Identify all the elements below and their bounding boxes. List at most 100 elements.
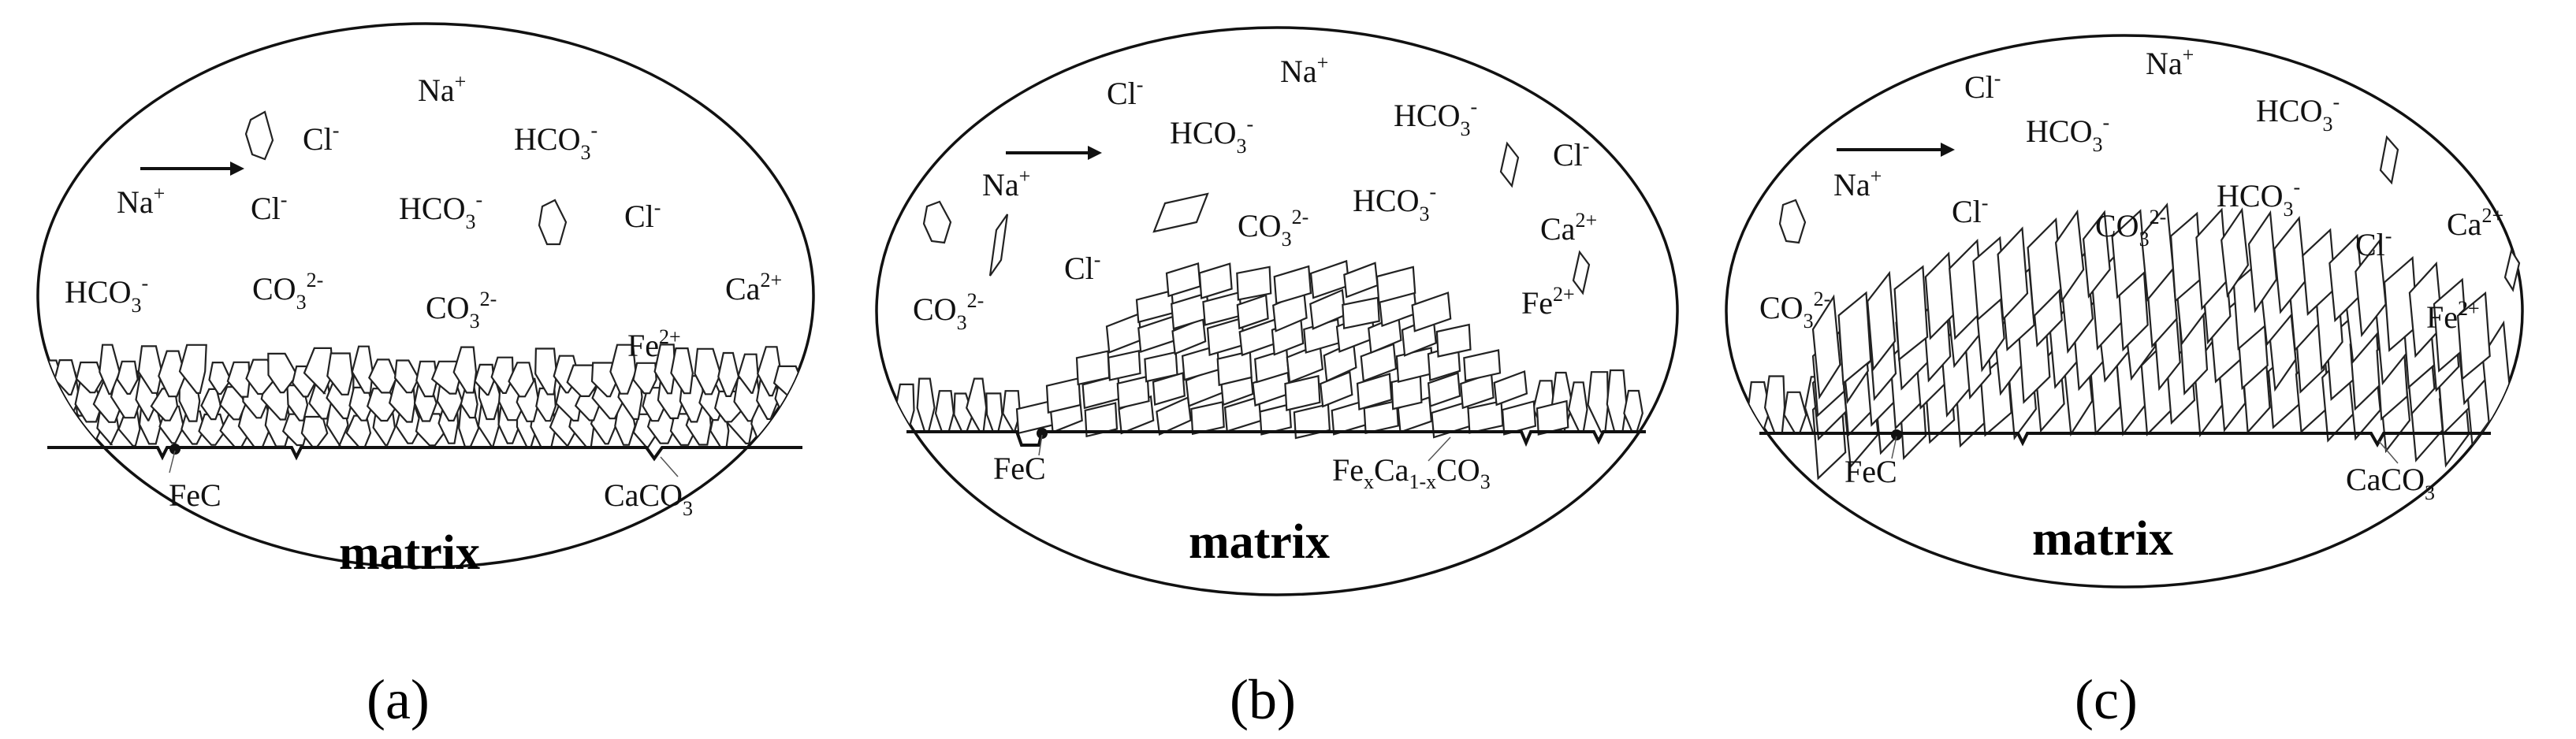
panel-c-caco3-leader bbox=[2378, 440, 2399, 464]
panel-b-ion-hco3-top-left: HCO3- bbox=[1170, 113, 1253, 158]
panel-b-matrix-label: matrix bbox=[1189, 515, 1330, 569]
panel-a-floating-crystal-1 bbox=[244, 110, 274, 161]
panel-b-crystals bbox=[894, 369, 1644, 433]
panel-c-ion-co3-mid: CO32- bbox=[2095, 206, 2166, 251]
panel-a-scale-crystal bbox=[609, 344, 637, 395]
panel-a-ion-hco3-mid: HCO3- bbox=[399, 188, 482, 233]
panel-c-scale-rhomb bbox=[2054, 209, 2085, 303]
panel-a-scale-crystal bbox=[368, 358, 398, 394]
panel-b-scale-rhomb bbox=[1363, 399, 1399, 435]
panel-a-caco3-leader bbox=[660, 456, 679, 477]
panel-b-ion-cl-top: Cl- bbox=[1107, 73, 1143, 111]
panel-a-ion-hco3-top: HCO3- bbox=[514, 119, 597, 164]
panel-a-scale-crystal bbox=[670, 347, 694, 395]
panel-b-caption: (b) bbox=[1230, 668, 1296, 731]
panel-b-scale-rhomb bbox=[1075, 350, 1111, 386]
panel-b-scale-rhomb bbox=[1293, 403, 1331, 440]
panel-b-scale-rhomb bbox=[1156, 395, 1192, 436]
panel-b-scale-rhomb bbox=[1435, 323, 1472, 358]
panel-b-ion-na-top: Na+ bbox=[1280, 51, 1328, 89]
panel-b-scale-rhomb bbox=[1342, 296, 1380, 330]
panel-b-scale-rhomb bbox=[1427, 371, 1461, 407]
panel-c-scale-rhomb bbox=[2220, 207, 2250, 299]
panel-a-scale-crystal bbox=[415, 360, 438, 398]
panel-b-ion-cl-right: Cl- bbox=[1553, 135, 1589, 173]
panel-c-floating-rhomb-2 bbox=[2503, 248, 2521, 292]
panel-c-ion-hco3-top-left: HCO3- bbox=[2026, 111, 2109, 156]
panel-c-scale-rhomb bbox=[1867, 270, 1897, 372]
panel-b-scale-rhomb bbox=[1198, 262, 1233, 299]
panel-b-fec-leader bbox=[1038, 434, 1043, 456]
panel-b-floating-rhomb-1 bbox=[988, 214, 1009, 277]
panel-a-label-fec: FeC bbox=[169, 477, 221, 513]
panel-a-scale-crystal bbox=[393, 359, 420, 394]
panel-a-fec-leader bbox=[169, 450, 176, 473]
panel-c-ion-fe: Fe2+ bbox=[2426, 297, 2480, 335]
panel-b-scale-rhomb bbox=[1284, 374, 1321, 411]
panel-c-fec-dot bbox=[1891, 429, 1902, 440]
panel-a-scale-crystal bbox=[178, 344, 207, 394]
panel-a-ion-cl-mid: Cl- bbox=[251, 188, 287, 226]
panel-c-flow-arrow bbox=[1837, 143, 1955, 157]
panel-c-scale-rhomb bbox=[1893, 265, 1929, 362]
panel-a-flow-arrow bbox=[140, 162, 244, 176]
panel-b-ion-co3-left: CO32- bbox=[913, 289, 984, 334]
panel-c-scale-rhomb bbox=[1997, 226, 2029, 321]
panel-b-scale-rhomb bbox=[1116, 375, 1150, 410]
panel-a-ion-cl-right: Cl- bbox=[624, 196, 661, 234]
panel-c-ion-cl-right: Cl- bbox=[2355, 225, 2392, 262]
panel-c-fec-leader bbox=[1891, 436, 1897, 459]
panel-c-floating-rhomb-1 bbox=[2379, 135, 2399, 185]
panel-b-floating-rhomb-4 bbox=[1572, 250, 1591, 295]
panel-b-scale-rhomb bbox=[1084, 402, 1119, 438]
panel-b-ion-cl-left: Cl- bbox=[1064, 248, 1100, 286]
panel-a-fec-dot bbox=[169, 444, 181, 455]
panel-b-floating-rhomb-3 bbox=[1499, 141, 1520, 188]
panel-c-floating-crystal-1 bbox=[1778, 199, 1807, 244]
panel-b-scale-rhomb bbox=[1190, 400, 1225, 436]
panel-b-ion-fe: Fe2+ bbox=[1521, 283, 1575, 321]
panel-b-scale-rhomb bbox=[1463, 349, 1502, 382]
panel-b-ion-ca: Ca2+ bbox=[1540, 209, 1597, 247]
panel-b-label-fexca: FexCa1-xCO3 bbox=[1332, 452, 1491, 493]
panel-a-caption: (a) bbox=[367, 668, 430, 731]
panel-b-scale-layer bbox=[894, 259, 1644, 440]
panel-a-scale-crystal bbox=[787, 409, 813, 448]
panel-b-scale-rhomb bbox=[1273, 265, 1312, 305]
panel-a-ion-na-left: Na+ bbox=[117, 182, 165, 220]
panel-b-floating-rhomb-2 bbox=[1152, 192, 1209, 233]
panel-c-scale-rhomb bbox=[2456, 291, 2491, 381]
panel-a-scale-crystal bbox=[351, 345, 374, 394]
panel-b-ion-hco3-mid: HCO3- bbox=[1353, 180, 1436, 225]
panel-b-scale-rhomb bbox=[1144, 351, 1178, 383]
panel-b-scale-rhomb bbox=[1536, 399, 1569, 436]
panel-b-scale-rhomb bbox=[1375, 266, 1416, 304]
panel-a-ion-hco3-left: HCO3- bbox=[65, 272, 148, 317]
panel-b-scale-rhomb bbox=[1259, 403, 1292, 436]
panel-a-scale-crystal bbox=[632, 362, 657, 395]
panel-c-matrix-label: matrix bbox=[2032, 512, 2173, 566]
panel-c-ion-cl-left: Cl- bbox=[1952, 191, 1988, 229]
panel-c-ion-hco3-top-right: HCO3- bbox=[2256, 91, 2340, 136]
panel-a-scale-crystal bbox=[490, 356, 514, 394]
panel-c-label-caco3: CaCO3 bbox=[2346, 462, 2435, 504]
panel-c-ion-co3-left: CO32- bbox=[1759, 288, 1830, 332]
panel-c-caption: (c) bbox=[2075, 668, 2138, 731]
panel-b-scale-rhomb bbox=[1411, 292, 1452, 332]
panel-a-ion-na-top: Na+ bbox=[418, 70, 466, 108]
panel-b-label-fec: FeC bbox=[993, 451, 1046, 486]
panel-b-ion-hco3-top-right: HCO3- bbox=[1394, 95, 1477, 140]
panel-a-scale-crystal bbox=[208, 362, 233, 395]
panel-a-ion-cl-top: Cl- bbox=[303, 119, 339, 157]
panel-b: Cl- Na+ HCO3- HCO3- Na+ Cl- CO32- HCO3- … bbox=[875, 26, 1679, 731]
panel-b-scale-rhomb bbox=[1236, 294, 1269, 330]
panel-c-ion-hco3-mid: HCO3- bbox=[2217, 176, 2300, 221]
panel-c-scale-rhomb bbox=[1811, 294, 1841, 400]
panel-c-label-fec: FeC bbox=[1845, 454, 1897, 489]
panel-a-ion-fe: Fe2+ bbox=[627, 325, 681, 363]
panel-c-surface-line bbox=[1759, 432, 2491, 448]
panel-b-floating-crystal-1 bbox=[922, 200, 952, 244]
panel-c-ion-ca: Ca2+ bbox=[2447, 204, 2503, 242]
panel-a-ion-ca: Ca2+ bbox=[725, 269, 782, 306]
